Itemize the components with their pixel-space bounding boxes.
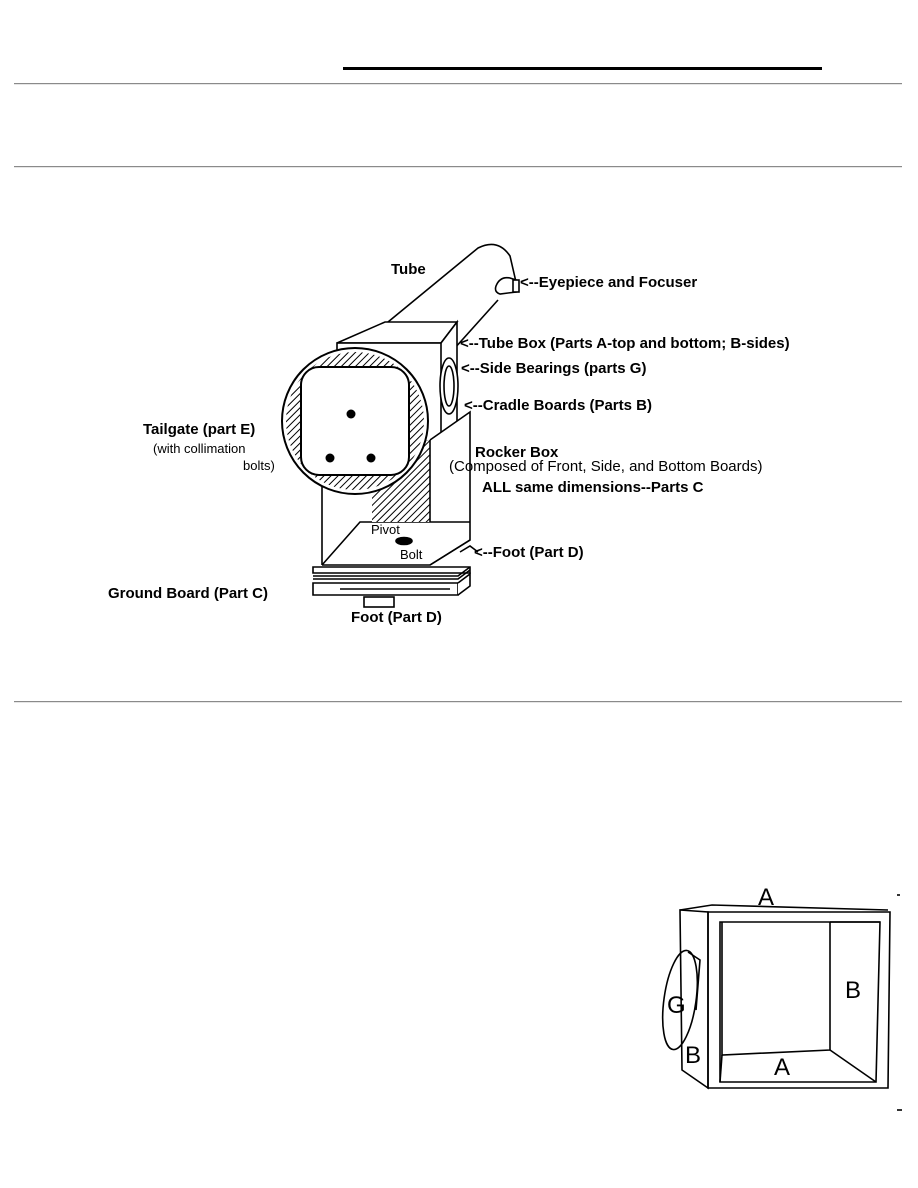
title-underline: [343, 67, 822, 70]
label-rocker-same: ALL same dimensions--Parts C: [482, 479, 704, 496]
label-side-bearings: <--Side Bearings (parts G): [461, 360, 646, 377]
divider-2: [14, 166, 902, 168]
eyepiece-drawing: [494, 276, 520, 295]
box-label-b-left: B: [685, 1042, 701, 1069]
tailgate-drawing: [281, 347, 429, 495]
label-rocker-box: Rocker Box: [475, 444, 559, 461]
label-bolt: Bolt: [400, 547, 423, 562]
label-tailgate-sub1: (with collimation: [153, 441, 245, 456]
box-label-a-bottom: A: [774, 1054, 790, 1081]
label-rocker-sub: (Composed of Front, Side, and Bottom Boa…: [449, 458, 762, 475]
ground-board-drawing: [312, 545, 479, 608]
label-eyepiece: <--Eyepiece and Focuser: [520, 274, 697, 291]
label-cradle-boards: <--Cradle Boards (Parts B): [464, 397, 652, 414]
divider-1: [14, 83, 902, 85]
label-foot-right: <--Foot (Part D): [474, 544, 584, 561]
box-label-a-top: A: [758, 884, 774, 911]
label-ground-board: Ground Board (Part C): [108, 585, 268, 602]
box-label-g: G: [667, 992, 686, 1019]
telescope-diagram: [281, 243, 520, 608]
divider-3: [14, 701, 902, 703]
label-foot-bottom: Foot (Part D): [351, 609, 442, 626]
label-tube-box: <--Tube Box (Parts A-top and bottom; B-s…: [460, 335, 790, 352]
label-pivot: Pivot: [371, 522, 400, 537]
label-tube: Tube: [391, 261, 426, 278]
tube-box-diagram: [661, 894, 902, 1111]
box-label-b-right: B: [845, 977, 861, 1004]
label-tailgate-sub2: bolts): [243, 458, 275, 473]
side-bearing-drawing: [439, 357, 459, 415]
label-tailgate: Tailgate (part E): [143, 421, 255, 438]
